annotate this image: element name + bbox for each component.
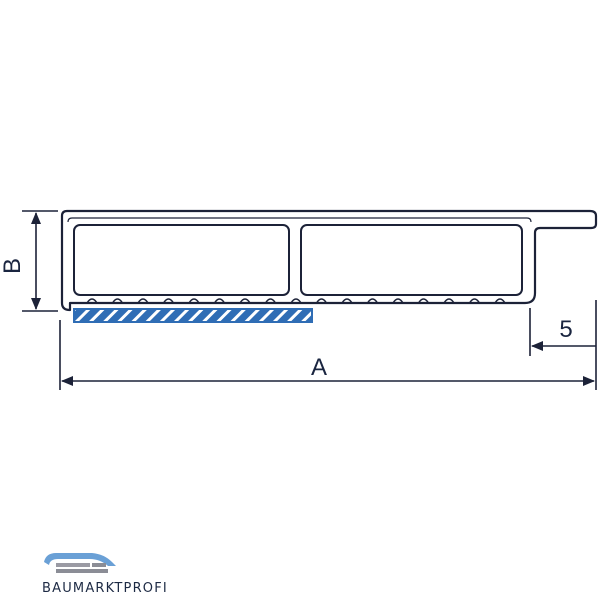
ridge: [468, 298, 481, 304]
ridge: [417, 298, 430, 304]
ridge: [290, 298, 302, 304]
ridge: [366, 298, 379, 304]
dimension-offset: [529, 308, 596, 356]
ridge: [264, 298, 277, 304]
ridge: [111, 298, 124, 304]
dimension-b: [22, 210, 58, 312]
ridge: [315, 298, 328, 304]
logo-roof-icon: [44, 553, 116, 566]
ridge: [494, 298, 506, 304]
brand-name: BAUMARKTPROFI: [42, 581, 168, 596]
ridge: [162, 298, 175, 304]
ridge: [392, 298, 404, 304]
brand-logo: BAUMARKTPROFI: [42, 553, 168, 596]
dimension-a: [59, 300, 597, 390]
ridge: [443, 298, 455, 304]
inner-rib: [67, 217, 532, 223]
right-chamber: [300, 224, 523, 296]
bottom-ridges: [86, 298, 506, 304]
ridge: [213, 298, 226, 304]
height-label: B: [0, 258, 26, 274]
ridge: [239, 298, 251, 304]
offset-label: 5: [559, 316, 572, 343]
ridge: [86, 298, 98, 304]
profile-outline: [60, 209, 598, 312]
logo-bar-icon: [92, 563, 106, 567]
ridge: [341, 298, 353, 304]
logo-bar-icon: [56, 569, 108, 573]
ridge: [188, 298, 200, 304]
logo-bar-icon: [56, 563, 90, 567]
ridge: [137, 298, 149, 304]
adhesive-strip: [73, 308, 313, 323]
length-label: A: [311, 354, 327, 381]
left-chamber: [73, 224, 290, 296]
